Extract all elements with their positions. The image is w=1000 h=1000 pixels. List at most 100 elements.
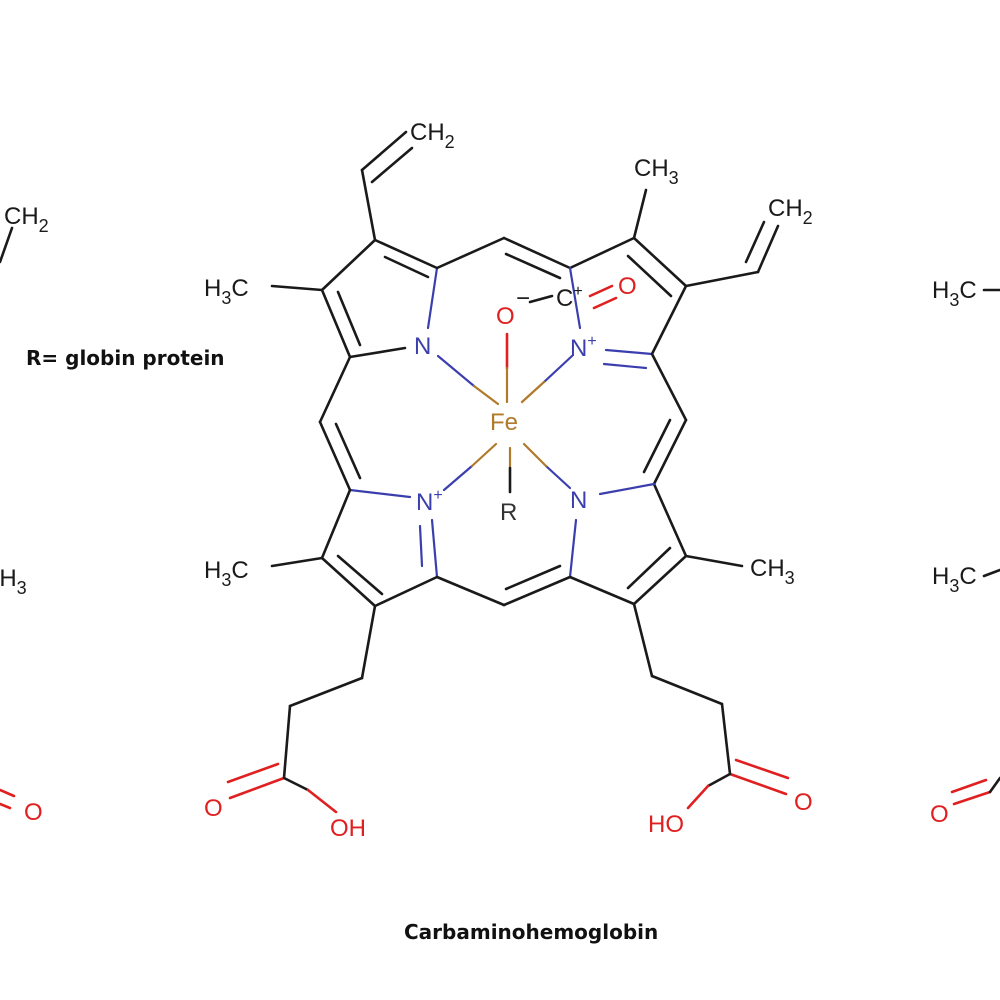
edge-fragments: CH2 CH3 O H3C H3C O	[0, 203, 1000, 828]
atom-o-carbonyl: O	[618, 273, 637, 300]
bond	[734, 758, 790, 780]
bond	[598, 482, 656, 496]
bond	[426, 266, 439, 330]
bond	[472, 384, 500, 406]
legend-r-globin: R= globin protein	[26, 346, 225, 370]
bond	[0, 226, 14, 264]
bond	[650, 352, 688, 422]
bond	[318, 355, 352, 424]
atom-ch2-right: CH2	[768, 195, 813, 228]
bond	[288, 676, 364, 708]
bond	[626, 254, 673, 298]
bond	[542, 354, 574, 384]
bond	[720, 702, 732, 776]
bond	[632, 188, 648, 240]
bond	[306, 788, 338, 814]
bond	[336, 554, 384, 596]
bond	[436, 354, 476, 388]
atom-r: R	[500, 499, 517, 526]
atom-labels: CH2 CH3 CH2 H3C N O − C+ O N+ Fe N+ N R …	[204, 119, 813, 842]
bond	[318, 420, 352, 492]
bond	[270, 284, 324, 292]
skeleton-bonds	[318, 236, 688, 608]
bond	[686, 784, 710, 810]
bond	[544, 464, 572, 490]
bond	[626, 546, 672, 590]
bond	[952, 790, 992, 806]
bond	[602, 362, 648, 370]
bond	[632, 602, 654, 678]
atom-minus-sign: −	[516, 285, 530, 312]
bond	[320, 288, 352, 359]
bond	[744, 220, 766, 264]
bond	[652, 482, 688, 558]
atom-ch2-top: CH2	[410, 119, 455, 152]
atom-o-minus: O	[496, 303, 515, 330]
bond	[336, 290, 362, 347]
bond	[430, 518, 439, 579]
atom-n-plus-left: N+	[416, 487, 443, 516]
bond	[592, 296, 618, 310]
bond	[320, 238, 377, 292]
bond	[520, 380, 546, 404]
bond	[334, 422, 362, 480]
atom-h3c-left-lower: H3C	[204, 557, 249, 590]
bond	[282, 776, 310, 792]
bond	[522, 442, 548, 468]
bond	[568, 236, 636, 270]
iron-coordination	[436, 284, 618, 494]
bond	[435, 236, 506, 270]
edge-left-ch2: CH2	[4, 203, 49, 236]
atom-n-bottom-right: N	[570, 487, 587, 514]
bond	[950, 778, 988, 794]
bond	[632, 554, 688, 606]
bond	[418, 524, 424, 568]
edge-right-o: O	[930, 801, 949, 828]
bond	[632, 236, 688, 288]
bond	[282, 704, 292, 780]
bond	[652, 418, 688, 486]
atom-h3c-left-upper: H3C	[204, 275, 249, 308]
bond	[988, 776, 1000, 794]
bond	[270, 556, 324, 568]
atom-o-left-acid: O	[204, 795, 223, 822]
bond	[348, 346, 407, 359]
bond	[728, 772, 788, 796]
bond	[684, 554, 744, 568]
bond	[360, 130, 408, 172]
bond	[604, 348, 654, 356]
bond	[504, 564, 562, 591]
atom-oh-left-acid: OH	[330, 815, 366, 842]
bond	[470, 442, 498, 468]
bond	[320, 488, 352, 560]
bond	[756, 224, 780, 274]
bond	[0, 802, 12, 810]
bond	[528, 294, 554, 304]
atom-c-plus: C+	[556, 283, 583, 312]
bond	[360, 168, 377, 242]
bond	[706, 772, 732, 788]
bond	[373, 238, 439, 270]
atom-n-plus-right: N+	[570, 333, 597, 362]
bond	[504, 252, 562, 280]
bond	[568, 518, 578, 579]
bond	[226, 762, 280, 784]
atom-fe: Fe	[490, 409, 518, 436]
bond	[360, 604, 377, 680]
bond	[502, 236, 572, 270]
atom-ch3-top: CH3	[634, 155, 679, 188]
bond	[568, 266, 582, 330]
edge-left-o: O	[24, 799, 43, 826]
atom-ho-right-acid: HO	[648, 811, 684, 838]
bond	[982, 568, 1000, 578]
atom-n-top-left: N	[414, 333, 431, 360]
bond	[348, 488, 412, 499]
bond	[0, 788, 16, 798]
substituent-bonds	[226, 130, 790, 814]
bond	[588, 284, 614, 298]
diagram-title: Carbaminohemoglobin	[404, 920, 659, 944]
edge-left-ch3: CH3	[0, 565, 27, 598]
bond	[370, 146, 414, 184]
